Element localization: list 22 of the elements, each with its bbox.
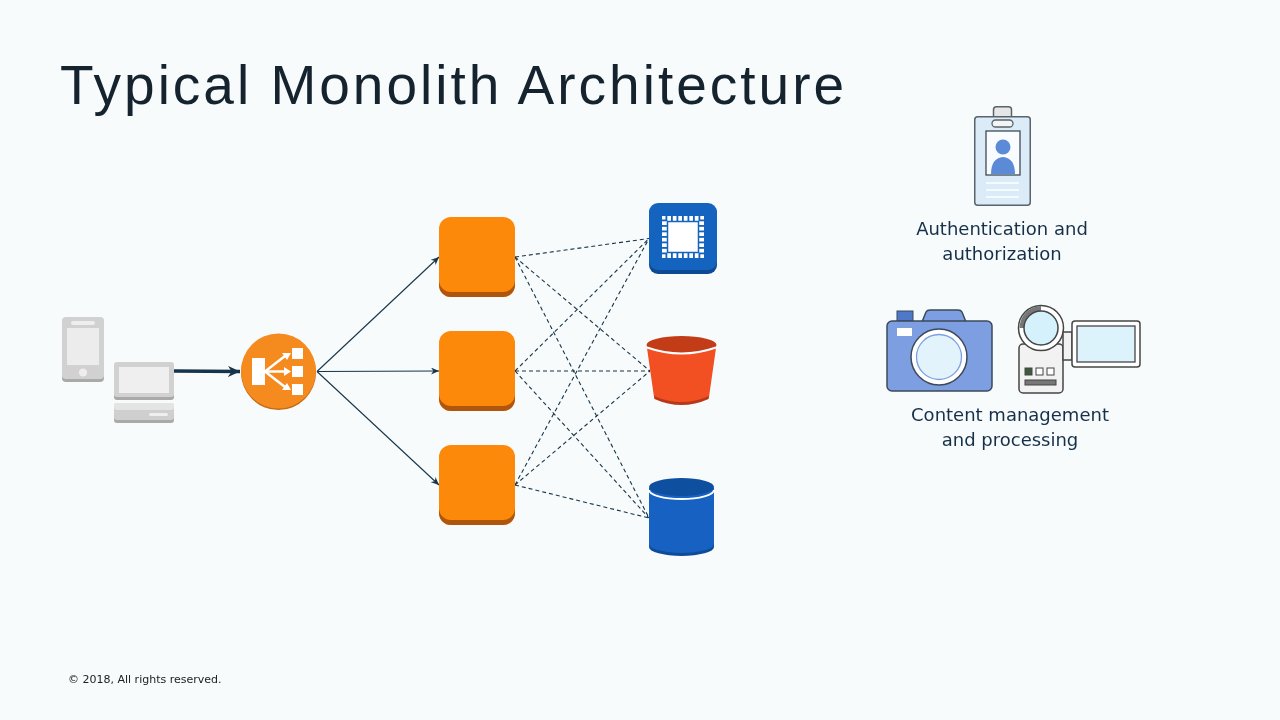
slide-title: Typical Monolith Architecture [60, 53, 848, 117]
feature-caption: Authentication and authorization [915, 217, 1089, 266]
feature-caption: Content management and processing [910, 403, 1110, 452]
database-cylinder [649, 477, 714, 559]
copyright-notice: © 2018, All rights reserved. [68, 672, 223, 688]
server-box [439, 217, 515, 297]
arrow [316, 256, 440, 373]
laptop-icon [114, 362, 174, 423]
mobile-phone-icon [62, 317, 104, 382]
load-balancer-icon [240, 333, 317, 410]
server-box [439, 331, 515, 411]
dashed-connector-line [514, 484, 650, 519]
arrow [316, 370, 440, 486]
server-box [439, 445, 515, 525]
processor-chip-icon [649, 203, 717, 274]
arrow [316, 367, 440, 375]
dashed-connector-line [514, 237, 650, 258]
storage-bucket-icon [646, 335, 717, 407]
dashed-connector-line [514, 370, 651, 486]
dashed-connector-line [514, 370, 650, 519]
dashed-connector-line [514, 370, 651, 372]
arrow [174, 365, 240, 377]
